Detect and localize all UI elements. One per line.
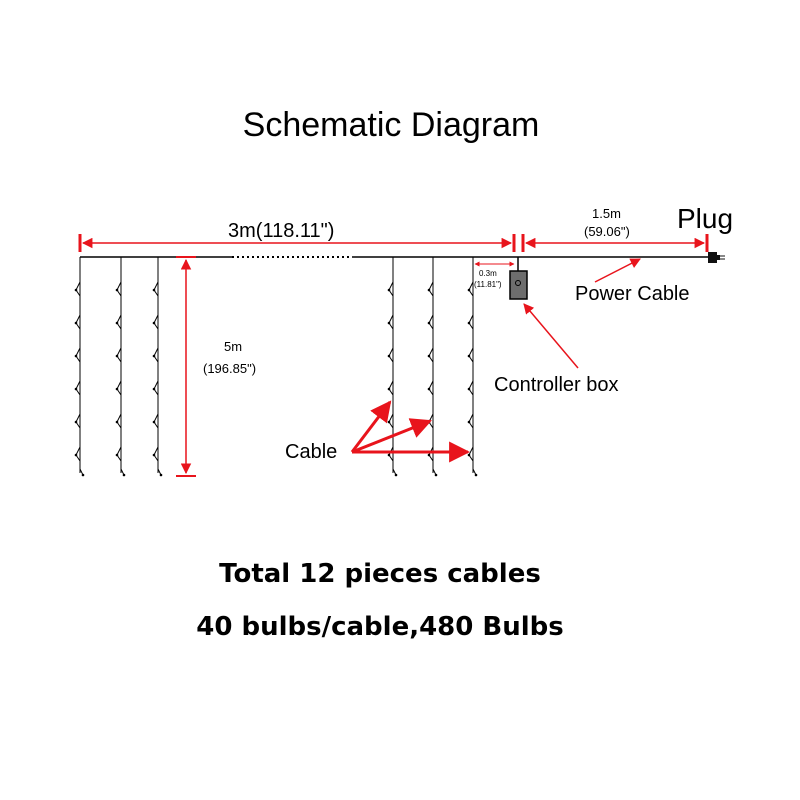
cable-pointer-arrow-1: [350, 400, 392, 453]
bulb-icon: [115, 281, 122, 297]
bulb-icon: [427, 281, 434, 297]
bulb-icon: [467, 314, 474, 330]
bulb-icon: [115, 380, 122, 396]
power-cable-pointer-arrow: [594, 258, 641, 283]
bulb-icon: [387, 446, 394, 462]
hanging-cable: [115, 257, 126, 477]
bulb-icon: [74, 380, 81, 396]
bulb-icon: [387, 314, 394, 330]
height-length-inches-label: (196.85"): [203, 361, 257, 376]
plug-icon: [708, 252, 725, 263]
bulb-icon: [152, 413, 159, 429]
width-dimension-label: 3m(118.11"): [228, 220, 335, 242]
cable-end-bulb-icon: [434, 473, 438, 477]
hanging-cable: [152, 257, 163, 477]
lead-length-inches-label: (11.81"): [474, 280, 502, 289]
footer-bulb-count: 40 bulbs/cable,480 Bulbs: [196, 612, 564, 642]
plug-label: Plug: [677, 203, 734, 234]
cable-end-bulb-icon: [159, 473, 163, 477]
bulb-icon: [467, 347, 474, 363]
power-length-label: 1.5m: [592, 206, 621, 221]
cable-end-bulb-icon: [81, 473, 85, 477]
cable-label: Cable: [285, 441, 338, 463]
bulb-icon: [387, 281, 394, 297]
controller-box-icon: [509, 270, 528, 300]
bulb-icon: [74, 314, 81, 330]
height-length-label: 5m: [224, 339, 243, 354]
bulb-icon: [427, 446, 434, 462]
controller-box-label: Controller box: [494, 374, 619, 396]
bulb-icon: [115, 314, 122, 330]
bulb-icon: [115, 446, 122, 462]
hanging-cable: [427, 257, 438, 477]
bulb-icon: [152, 281, 159, 297]
bulb-icon: [467, 413, 474, 429]
cable-end-bulb-icon: [394, 473, 398, 477]
bulb-icon: [387, 413, 394, 429]
lead-length-label: 0.3m: [479, 269, 497, 278]
footer-total-cables: Total 12 pieces cables: [219, 559, 541, 589]
bulb-icon: [115, 347, 122, 363]
bulb-icon: [427, 380, 434, 396]
bulb-icon: [427, 347, 434, 363]
hanging-cable: [387, 257, 398, 477]
cable-end-bulb-icon: [474, 473, 478, 477]
controller-box-pointer-arrow: [523, 303, 579, 369]
bulb-icon: [74, 281, 81, 297]
hanging-cables: [74, 257, 478, 477]
bulb-icon: [152, 380, 159, 396]
bulb-icon: [152, 347, 159, 363]
bulb-icon: [74, 413, 81, 429]
bulb-icon: [152, 446, 159, 462]
bulb-icon: [115, 413, 122, 429]
bulb-icon: [467, 380, 474, 396]
bulb-icon: [74, 446, 81, 462]
bulb-icon: [387, 380, 394, 396]
bulb-icon: [467, 446, 474, 462]
power-length-inches-label: (59.06"): [584, 224, 630, 239]
bulb-icon: [74, 347, 81, 363]
power-cable-label: Power Cable: [575, 283, 690, 305]
bulb-icon: [387, 347, 394, 363]
diagram-title: Schematic Diagram: [242, 106, 540, 144]
bulb-icon: [467, 281, 474, 297]
bulb-icon: [152, 314, 159, 330]
cable-end-bulb-icon: [122, 473, 126, 477]
hanging-cable: [74, 257, 85, 477]
bulb-icon: [427, 314, 434, 330]
cable-pointer-arrow-2: [351, 418, 432, 454]
